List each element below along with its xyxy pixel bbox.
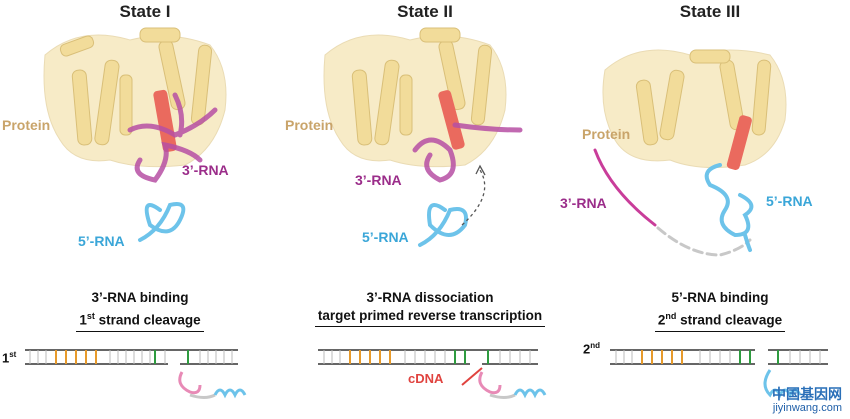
strand-3 xyxy=(610,349,828,399)
state-1-5rna-label: 5’-RNA xyxy=(78,233,125,249)
state-1-3rna-label: 3’-RNA xyxy=(182,162,229,178)
state-3-structure xyxy=(593,49,787,257)
strand-3-label: 2nd xyxy=(583,341,601,357)
cdna-label: cDNA xyxy=(408,371,444,386)
state-3-protein-label: Protein xyxy=(582,126,631,142)
state-1-protein-label: Protein xyxy=(2,117,51,133)
strand-diagrams xyxy=(25,349,828,399)
state-2-caption: 3’-RNA dissociation target primed revers… xyxy=(275,289,585,327)
strand-1-label: 1st xyxy=(2,350,17,366)
strand-1 xyxy=(25,349,247,399)
state-1-caption: 3’-RNA binding 1st strand cleavage xyxy=(40,289,240,332)
watermark-cn: 中国基因网 xyxy=(772,386,842,402)
state-3-caption: 5’-RNA binding 2nd strand cleavage xyxy=(620,289,820,332)
state-1-title: State I xyxy=(119,2,171,21)
state-2-structure xyxy=(323,27,523,247)
state-1-structure xyxy=(43,27,227,242)
state-2-3rna-label: 3’-RNA xyxy=(355,172,402,188)
state-3-title: State III xyxy=(679,2,741,21)
state-3-3rna-label: 3’-RNA xyxy=(560,195,607,211)
state-3-5rna-label: 5’-RNA xyxy=(766,193,813,209)
state-2-title: State II xyxy=(397,2,453,21)
strand-2 xyxy=(318,349,547,399)
watermark: 中国基因网 jiyinwang.com xyxy=(772,387,842,415)
state-2-protein-label: Protein xyxy=(285,117,334,133)
state-2-5rna-label: 5’-RNA xyxy=(362,229,409,245)
watermark-url: jiyinwang.com xyxy=(772,402,842,414)
